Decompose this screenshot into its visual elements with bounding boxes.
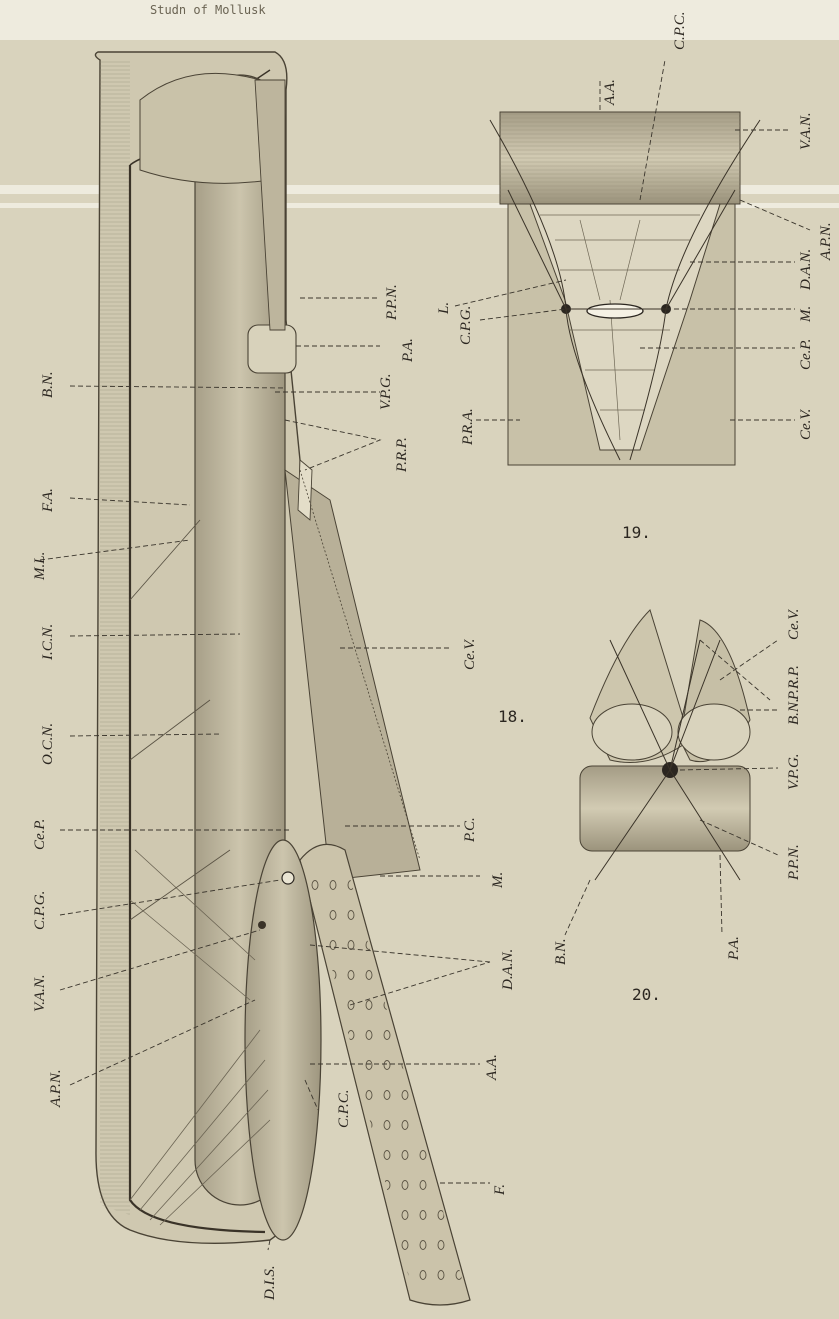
label-19-ce-v: Ce.V.	[798, 409, 814, 440]
label-19-a-a: A.A.	[602, 79, 618, 106]
label-19-v-a-n: V.A.N.	[798, 112, 814, 150]
figure-20-number: 20.	[632, 985, 661, 1004]
lower-oval	[245, 840, 321, 1240]
header-text: Studn of Mollusk	[150, 3, 266, 17]
fig19-top-hatch	[500, 112, 740, 204]
fig20-right-oval	[678, 704, 750, 760]
label-18-m: M.	[490, 872, 506, 889]
label-18-m-l: M.L.	[32, 552, 48, 581]
label-18-d-i-s: D.I.S.	[262, 1265, 278, 1301]
label-20-p-p-n: P.P.N.	[786, 844, 802, 881]
figure-19-number: 19.	[622, 523, 651, 542]
label-19-a-p-n: A.P.N.	[818, 222, 834, 261]
label-18-a-p-n: A.P.N.	[48, 1069, 64, 1108]
label-18-c-p-c: C.P.C.	[336, 1090, 352, 1129]
label-18-i-c-n: I.C.N.	[40, 624, 56, 661]
mantle-hatch-left	[100, 60, 130, 1215]
fig19-mouth	[587, 304, 643, 318]
label-19-ce-p: Ce.P.	[798, 339, 814, 370]
label-18-b-n: B.N.	[40, 371, 56, 398]
label-19-m: M.	[798, 306, 814, 323]
label-19-l: L.	[436, 302, 452, 315]
label-20-v-p-g: V.P.G.	[786, 753, 802, 790]
label-20-b-n-lower: B.N.	[553, 938, 569, 965]
label-18-ce-p: Ce.P.	[32, 819, 48, 850]
cpg-ganglion	[282, 872, 294, 884]
label-18-d-a-n: D.A.N.	[500, 949, 516, 991]
label-18-c-p-g: C.P.G.	[32, 891, 48, 930]
label-18-f: F.	[492, 1184, 508, 1196]
label-19-p-r-a: P.R.A.	[460, 408, 476, 446]
label-18-f-a: F.A.	[40, 488, 56, 513]
label-20-p-r-p: P.R.P.	[786, 665, 802, 701]
label-18-v-p-g: V.P.G.	[378, 373, 394, 410]
label-18-v-a-n: V.A.N.	[32, 974, 48, 1012]
van-ganglion	[258, 921, 266, 929]
label-18-p-r-p: P.R.P.	[394, 437, 410, 473]
label-20-b-n: B.N.	[786, 698, 802, 725]
label-18-o-c-n: O.C.N.	[40, 723, 56, 765]
pedal-cylinder	[248, 325, 296, 373]
label-19-c-p-g: C.P.G.	[458, 306, 474, 345]
label-20-p-a: P.A.	[726, 936, 742, 961]
label-20-ce-v: Ce.V.	[786, 609, 802, 640]
label-18-p-c: P.C.	[462, 817, 478, 843]
label-18-p-a: P.A.	[400, 338, 416, 363]
fig20-cylinder	[580, 766, 750, 851]
fig20-left-oval	[592, 704, 672, 760]
pr-p-lobe	[298, 460, 312, 520]
label-18-ce-v: Ce.V.	[462, 639, 478, 670]
shaft-head	[140, 73, 270, 183]
label-19-c-p-c: C.P.C.	[672, 12, 688, 51]
label-19-d-a-n: D.A.N.	[798, 249, 814, 291]
label-18-a-a: A.A.	[484, 1054, 500, 1081]
figure-18-number: 18.	[498, 707, 527, 726]
header-band	[0, 0, 839, 40]
label-18-p-p-n: P.P.N.	[384, 284, 400, 321]
